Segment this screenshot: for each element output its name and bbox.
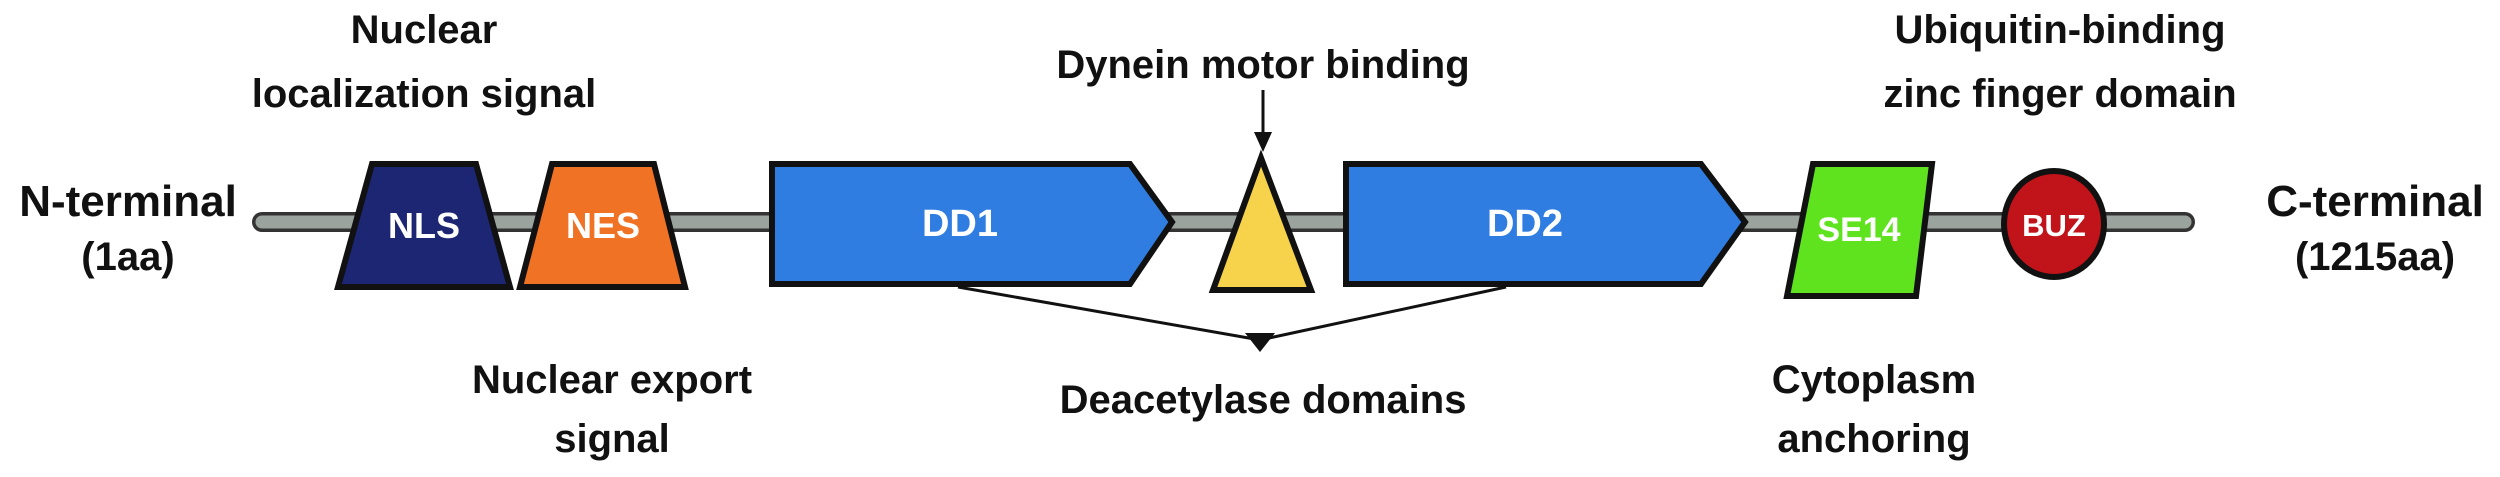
deacetylase-annotation: Deacetylase domains [1060, 378, 1467, 422]
se14-shape [1783, 161, 1936, 299]
buz-circle [2001, 168, 2107, 280]
se14-annotation-line2: anchoring [1777, 417, 1970, 461]
dynein-arrowhead [1254, 132, 1272, 152]
deacetylase-arrowhead [1245, 333, 1275, 352]
nls-annotation-line1: Nuclear [351, 8, 498, 52]
deacetylase-line-left [957, 285, 1261, 342]
nls-annotation-line2: localization signal [252, 72, 597, 116]
se14-domain: SE14 [1783, 161, 1936, 299]
nls-label: NLS [388, 205, 460, 246]
dd2-domain: DD2 [1343, 161, 1749, 287]
buz-annotation-line1: Ubiquitin-binding [1895, 8, 2226, 52]
deacetylase-line-right [1259, 285, 1507, 342]
dynein-annotation: Dynein motor binding [1056, 43, 1469, 87]
deacetylase-bracket [957, 285, 1507, 352]
nes-annotation-line1: Nuclear export [472, 358, 752, 402]
se14-label: SE14 [1817, 211, 1900, 249]
dd2-shape [1343, 161, 1749, 287]
buz-domain: BUZ [2001, 168, 2107, 280]
dynein-binding-site [1208, 149, 1316, 293]
buz-annotation-line2: zinc finger domain [1883, 72, 2236, 116]
nes-domain: NES [516, 161, 689, 290]
c-terminal-label: C-terminal [2266, 177, 2484, 226]
buz-label: BUZ [2022, 208, 2086, 243]
se14-annotation-line1: Cytoplasm [1772, 358, 1977, 402]
dd2-label: DD2 [1487, 203, 1563, 245]
nes-annotation-line2: signal [554, 417, 670, 461]
n-terminal-label: N-terminal [19, 177, 237, 226]
dd1-shape [769, 161, 1176, 287]
nls-domain: NLS [334, 161, 514, 290]
nes-shape [516, 161, 689, 290]
nls-shape [334, 161, 514, 290]
nes-label: NES [566, 205, 640, 246]
dd1-label: DD1 [922, 203, 998, 245]
c-terminal-position: (1215aa) [2295, 235, 2455, 279]
n-terminal-position: (1aa) [81, 235, 174, 279]
dd1-domain: DD1 [769, 161, 1176, 287]
dynein-triangle [1208, 149, 1316, 293]
